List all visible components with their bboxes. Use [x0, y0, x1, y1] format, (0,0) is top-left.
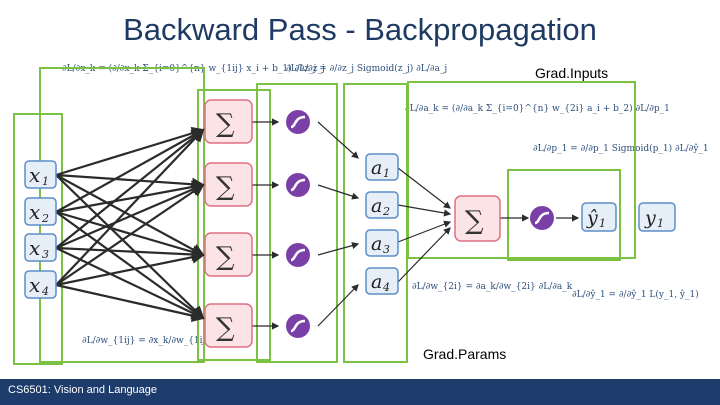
sum-node-2: ∑ — [204, 162, 253, 207]
hidden-node-a2-label: a — [371, 195, 382, 217]
hidden-nodes: a 1 a 2 a 3 a 4 — [365, 153, 399, 295]
output-box — [407, 81, 636, 259]
formula-dl-dzj: ∂L/∂z_j = ∂/∂z_j Sigmoid(z_j) ∂L/∂a_j — [286, 64, 448, 74]
sum-layer-box — [197, 89, 271, 361]
input-node-x1: x 1 — [24, 160, 57, 189]
prediction-label: ŷ — [586, 207, 598, 229]
target-label: y — [644, 207, 656, 229]
hidden-layer-box — [343, 83, 408, 363]
target-subscript: 1 — [657, 217, 664, 230]
sigmoid-node-1 — [286, 110, 310, 134]
input-node-x4: x 4 — [24, 270, 57, 299]
sum-symbol: ∑ — [465, 206, 484, 236]
sum-node-4: ∑ — [204, 303, 253, 348]
input-node-x1-subscript: 1 — [42, 175, 49, 188]
input-node-x3-label: x — [29, 236, 40, 260]
sum-symbol: ∑ — [216, 313, 235, 343]
formula-dl-dw2i: ∂L/∂w_{2i} = ∂a_k/∂w_{2i} ∂L/∂a_k — [412, 282, 573, 292]
sigmoid-node-2 — [286, 173, 310, 197]
hidden-node-a4-label: a — [371, 271, 382, 293]
hidden-node-a3-label: a — [371, 233, 382, 255]
prediction-node: ŷ 1 — [581, 202, 617, 232]
input-node-x1-label: x — [29, 163, 40, 187]
sigmoid-curve-icon — [534, 211, 550, 225]
target-node: y 1 — [638, 202, 676, 232]
sum-symbol: ∑ — [216, 172, 235, 202]
sigmoid-to-hidden-arrows — [317, 121, 360, 327]
hidden-node-a3: a 3 — [365, 229, 399, 257]
input-nodes: x 1 x 2 x 3 x 4 — [24, 160, 57, 299]
grad-inputs-label: Grad.Inputs — [535, 65, 609, 81]
hidden-node-a4-subscript: 4 — [382, 281, 390, 294]
hidden-node-a1-label: a — [371, 157, 382, 179]
footer-bar: CS6501: Vision and Language — [0, 379, 720, 405]
input-layer-box — [13, 113, 63, 365]
sum-symbol: ∑ — [216, 242, 235, 272]
sum-to-sigmoid-arrows — [252, 118, 280, 330]
input-node-x2: x 2 — [24, 197, 57, 226]
sigmoid-node-4 — [286, 314, 310, 338]
formula-dl-dw1ij: ∂L/∂w_{1ij} = ∂x_k/∂w_{1ij} ∂L/∂x_k — [82, 336, 248, 346]
hidden-node-a2-subscript: 2 — [382, 205, 390, 218]
formula-dl-dp1: ∂L/∂p_1 = ∂/∂p_1 Sigmoid(p_1) ∂L/∂ŷ_1 — [533, 144, 709, 154]
formula-dl-dyhat: ∂L/∂ŷ_1 = ∂/∂ŷ_1 L(y_1, ŷ_1) — [572, 290, 699, 300]
sum-node-1: ∑ — [204, 99, 253, 144]
output-sum-node: ∑ — [454, 195, 501, 242]
sigmoid-curve-icon — [290, 248, 306, 262]
hidden-node-a1-subscript: 1 — [383, 167, 390, 180]
sum-symbol: ∑ — [216, 109, 235, 139]
sigmoid-curve-icon — [290, 178, 306, 192]
hidden-node-a1: a 1 — [365, 153, 399, 181]
output-sigmoid-node — [530, 206, 554, 230]
sigmoid-curve-icon — [290, 115, 306, 129]
sum-nodes: ∑ ∑ ∑ ∑ — [204, 99, 253, 348]
hidden-to-output-arrows — [397, 167, 452, 283]
sigmoid-node-3 — [286, 243, 310, 267]
input-node-x4-label: x — [29, 273, 40, 297]
sigmoid-curve-icon — [290, 319, 306, 333]
slide-title: Backward Pass - Backpropagation — [123, 12, 597, 47]
input-node-x2-label: x — [29, 200, 40, 224]
sigmoid-layer-box — [256, 83, 338, 363]
grad-params-label: Grad.Params — [423, 346, 507, 362]
hidden-node-a4: a 4 — [365, 267, 399, 295]
hidden-node-a2: a 2 — [365, 191, 399, 219]
formula-dl-dak: ∂L/∂a_k = (∂/∂a_k Σ_{i=0}^{n} w_{2i} a_i… — [405, 104, 670, 114]
input-node-x4-subscript: 4 — [41, 285, 49, 298]
sum-node-3: ∑ — [204, 232, 253, 277]
footer-course-label: CS6501: Vision and Language — [8, 384, 158, 396]
prediction-box — [507, 169, 621, 261]
network-diagram: x 1 x 2 x 3 x 4 ∑ ∑ ∑ — [13, 67, 676, 365]
prediction-subscript: 1 — [599, 217, 606, 230]
input-connections — [55, 126, 206, 323]
hidden-node-a3-subscript: 3 — [383, 243, 390, 256]
input-node-x3-subscript: 3 — [42, 248, 49, 261]
input-node-x2-subscript: 2 — [41, 212, 49, 225]
sigmoid-nodes — [286, 110, 310, 338]
input-node-x3: x 3 — [24, 233, 57, 262]
